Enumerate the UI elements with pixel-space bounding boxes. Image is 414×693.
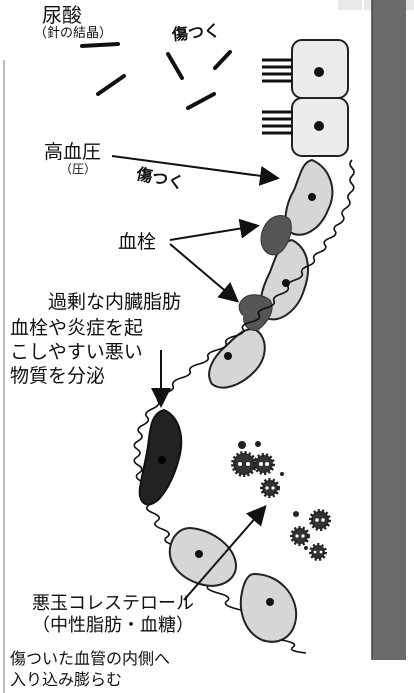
uric-acid-crystals bbox=[82, 44, 230, 108]
infiltration-line-2: 入り込み膨らむ bbox=[10, 671, 122, 689]
healthy-cell-2 bbox=[262, 98, 348, 156]
cholesterol-particle-1 bbox=[233, 453, 255, 475]
arrow-thrombus-1 bbox=[170, 226, 256, 240]
top-tab-1 bbox=[338, 0, 362, 10]
detached-cell-2 bbox=[241, 574, 296, 642]
hypertension-label: 高血圧 bbox=[44, 142, 101, 164]
cholesterol-particle-3 bbox=[262, 480, 278, 496]
cholesterol-particle-2 bbox=[255, 455, 273, 473]
visceral-fat-label: 過剰な内臓脂肪 bbox=[48, 292, 181, 314]
infiltration-line-1: 傷ついた血管の内側へ bbox=[10, 650, 170, 668]
ldl-label: 悪玉コレステロール bbox=[32, 594, 194, 615]
cholesterol-particle-5 bbox=[292, 528, 308, 544]
pressure-sublabel: （圧） bbox=[60, 163, 96, 177]
fat-effect-line-3: 物質を分泌 bbox=[10, 366, 105, 388]
wavy-vessel-lining bbox=[134, 160, 354, 653]
cholesterol-particle-4 bbox=[311, 511, 329, 529]
thrombus-label: 血栓 bbox=[118, 232, 156, 254]
vessel-wall bbox=[372, 0, 406, 660]
healthy-cell-1 bbox=[262, 40, 348, 98]
fat-effect-line-2: こしやすい悪い bbox=[10, 342, 143, 364]
uric-acid-label: 尿酸 bbox=[42, 4, 82, 27]
fat-effect-line-1: 血栓や炎症を起 bbox=[10, 318, 143, 340]
ldl-sublabel: （中性脂肪・血糖） bbox=[32, 616, 194, 637]
cholesterol-particles bbox=[233, 441, 329, 559]
uric-acid-sublabel: （針の結晶） bbox=[34, 27, 112, 42]
damaged-cell-3 bbox=[209, 329, 265, 387]
cholesterol-particle-6 bbox=[311, 545, 325, 559]
damaged-cell-1 bbox=[286, 160, 333, 235]
